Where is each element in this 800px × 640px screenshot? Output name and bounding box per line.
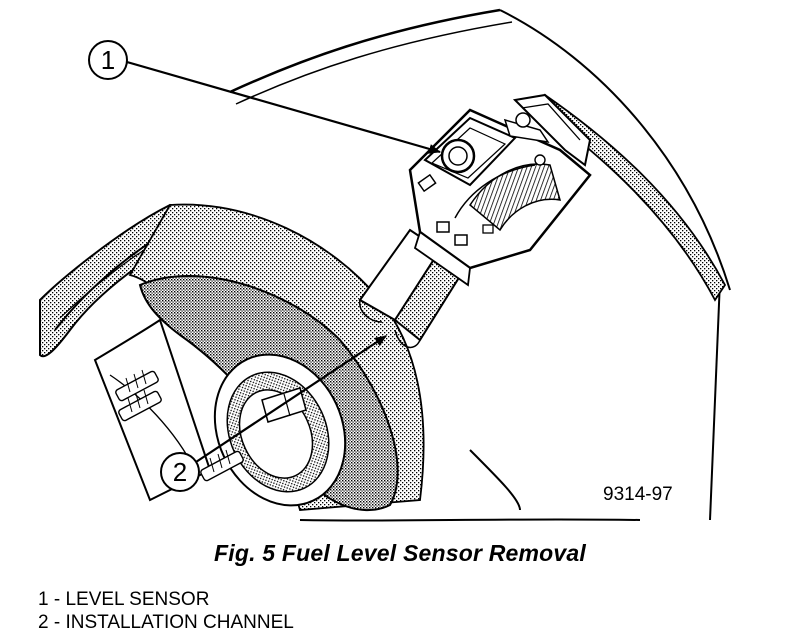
figure-id: 9314-97 bbox=[603, 484, 673, 505]
callout-1-leader bbox=[126, 60, 441, 154]
fuel-level-sensor-illustration: 1 2 9314-97 bbox=[39, 8, 731, 522]
callout-2-number: 2 bbox=[173, 457, 187, 487]
callout-2-circle bbox=[160, 452, 200, 492]
callout-2-leader bbox=[195, 335, 387, 463]
callout-1-number: 1 bbox=[101, 45, 115, 75]
callout-1-circle bbox=[88, 40, 128, 80]
callout-1: 1 bbox=[88, 40, 441, 154]
legend-item-installation-channel: 2 - INSTALLATION CHANNEL bbox=[38, 612, 294, 633]
figure-caption: Fig. 5 Fuel Level Sensor Removal bbox=[214, 540, 586, 566]
legend-item-level-sensor: 1 - LEVEL SENSOR bbox=[38, 589, 210, 610]
callout-2: 2 bbox=[160, 335, 387, 492]
callout-legend: 1 - LEVEL SENSOR 2 - INSTALLATION CHANNE… bbox=[38, 588, 294, 634]
level-sensor bbox=[408, 93, 592, 287]
tank-module-housing bbox=[229, 8, 731, 522]
pump-reservoir-ring bbox=[138, 275, 399, 511]
hose-ribbing bbox=[115, 369, 244, 482]
